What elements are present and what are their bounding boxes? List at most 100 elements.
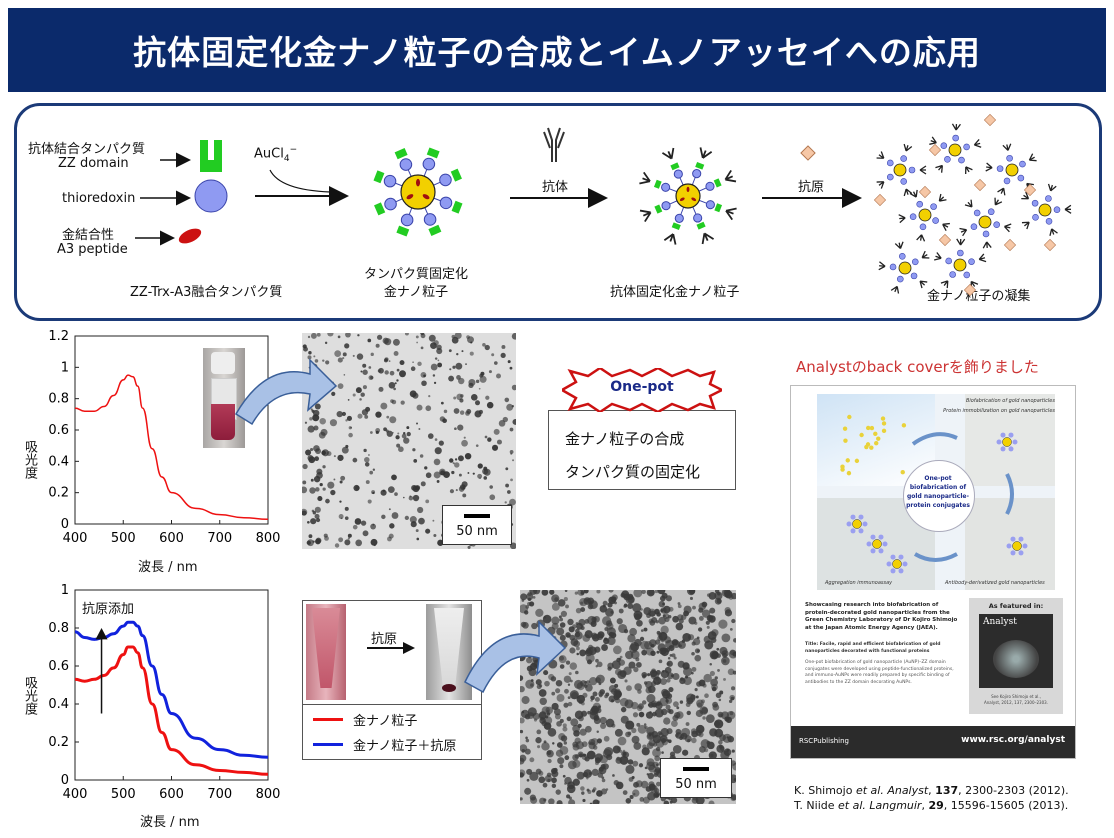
nanoparticle: [403, 437, 410, 444]
scheme-label-fusion: ZZ-Trx-A3融合タンパク質: [130, 285, 283, 300]
vial-photo-2: [306, 604, 346, 700]
nanoparticle: [416, 537, 420, 541]
nanoparticle: [538, 776, 546, 784]
nanoparticle: [362, 369, 368, 375]
nanoparticle: [723, 590, 731, 597]
nanoparticle: [568, 796, 572, 800]
nanoparticle: [509, 449, 514, 454]
zz-domain: [696, 221, 706, 230]
cover-desc-2: protein-decorated gold nanoparticles fro…: [805, 609, 950, 616]
nanoparticle: [520, 769, 526, 777]
nanoparticle: [489, 485, 493, 489]
nanoparticle: [716, 598, 722, 604]
nanoparticle: [535, 608, 544, 618]
nanoparticle: [394, 382, 397, 385]
nanoparticle: [581, 701, 585, 706]
nanoparticle: [484, 344, 490, 351]
nanoparticle: [585, 598, 589, 602]
nanoparticle: [433, 458, 441, 466]
nanoparticle: [623, 604, 627, 608]
scheme-label-trx: thioredoxin: [62, 191, 136, 206]
nanoparticle: [703, 635, 711, 644]
nanoparticle: [307, 335, 311, 339]
y-tick-label: 0.6: [48, 423, 69, 438]
nanoparticle: [557, 599, 566, 607]
trx-bead: [973, 209, 981, 217]
y-tick-label: 0: [61, 773, 69, 788]
nanoparticle: [655, 639, 661, 645]
nanoparticle: [395, 435, 400, 440]
zz-domain: [426, 147, 440, 159]
nanoparticle: [370, 523, 377, 530]
nanoparticle: [565, 632, 571, 638]
cover-bead: [866, 541, 872, 547]
nanoparticle: [645, 647, 654, 656]
nanoparticle: [580, 601, 584, 605]
cover-bead: [898, 554, 904, 560]
nanoparticle: [616, 746, 622, 751]
nanoparticle: [685, 722, 690, 726]
nanoparticle: [412, 361, 414, 364]
nanoparticle: [357, 413, 363, 419]
nanoparticle: [677, 602, 681, 605]
cover-bead: [898, 568, 904, 574]
antigen: [1003, 238, 1017, 252]
nanoparticle: [651, 617, 658, 624]
nanoparticle: [587, 741, 592, 745]
antigen: [938, 233, 952, 247]
nanoparticle: [410, 366, 416, 372]
cover-desc-title-2: nanoparticles decorated with functional …: [805, 648, 930, 654]
trx-bead: [1031, 199, 1039, 207]
nanoparticle: [520, 717, 525, 724]
nanoparticle: [501, 344, 506, 349]
cover-bead: [858, 514, 864, 520]
nanoparticle: [667, 739, 672, 744]
nanoparticle: [449, 489, 455, 494]
nanoparticle: [694, 688, 698, 692]
nanoparticle: [347, 537, 351, 540]
nanoparticle: [721, 633, 731, 643]
nanoparticle: [307, 520, 310, 524]
nanoparticle: [645, 711, 654, 719]
nanoparticle: [466, 409, 472, 414]
nanoparticle: [696, 724, 705, 734]
nanoparticle: [468, 378, 476, 387]
y-tick-label: 0: [61, 517, 69, 532]
nanoparticle: [313, 475, 321, 483]
zz-domain: [713, 178, 722, 188]
onepot-badge-label: One-pot: [610, 379, 674, 395]
nanoparticle: [483, 468, 491, 476]
nanoparticle: [563, 702, 569, 708]
nanoparticle: [541, 706, 550, 715]
nanoparticle: [632, 603, 642, 613]
nanoparticle: [479, 373, 484, 378]
nanoparticle: [457, 424, 464, 431]
cover-bead: [1012, 439, 1018, 445]
nanoparticle: [472, 472, 475, 475]
nanoparticle: [559, 617, 564, 622]
nanoparticle: [589, 707, 598, 716]
nanoparticle: [486, 401, 494, 409]
nanoparticle: [371, 490, 376, 495]
cover-gold-dot: [845, 458, 850, 463]
antibody: [919, 280, 928, 289]
nanoparticle: [551, 594, 560, 603]
nanoparticle: [510, 452, 513, 455]
aggregate-icon: [873, 113, 1072, 297]
nanoparticle: [319, 417, 326, 425]
nanoparticle: [338, 513, 344, 519]
nanoparticle: [574, 631, 581, 638]
nanoparticle: [474, 400, 481, 406]
nanoparticle: [312, 414, 320, 422]
cover-bead: [1010, 536, 1016, 542]
nanoparticle: [665, 704, 671, 710]
antibody: [1021, 191, 1030, 200]
nanoparticle: [307, 539, 314, 547]
nanoparticle: [382, 337, 389, 344]
nanoparticle: [315, 487, 320, 492]
nanoparticle: [671, 720, 678, 727]
cover-art: One-pot biofabrication of gold nanoparti…: [817, 394, 1055, 590]
antibody: [940, 280, 949, 289]
nanoparticle: [682, 662, 690, 670]
cover-gold-dot: [865, 425, 871, 431]
